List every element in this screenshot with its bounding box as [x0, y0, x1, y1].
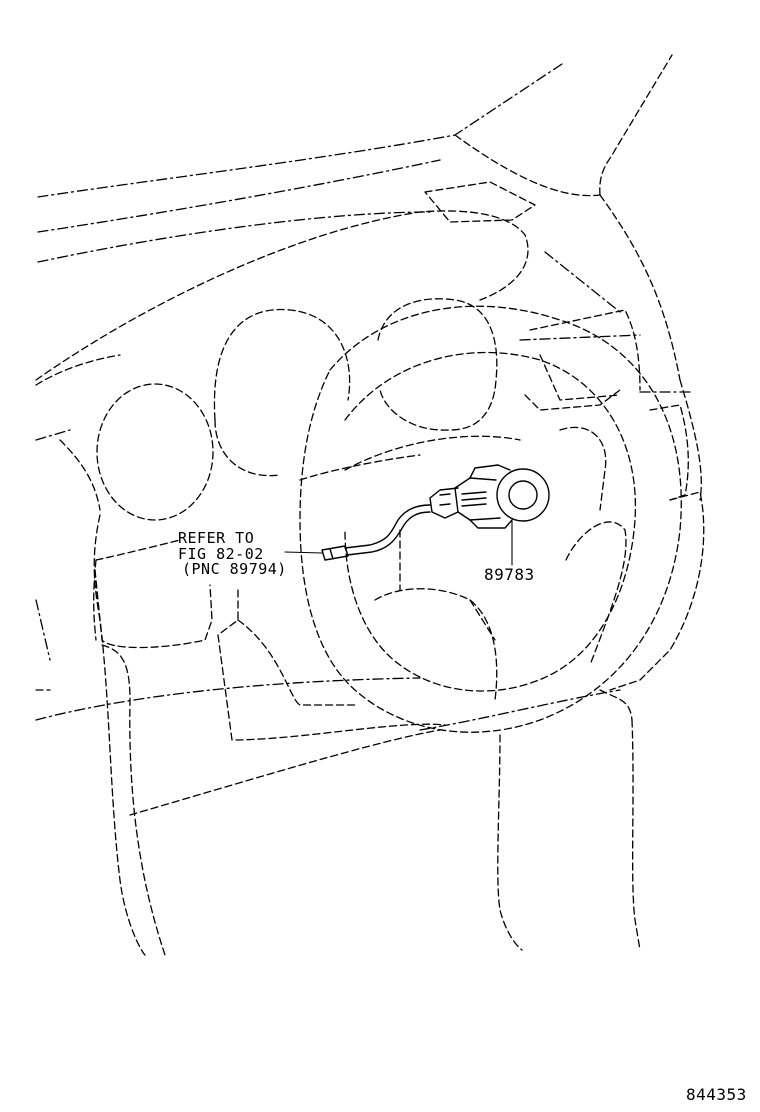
spiral-cable-assembly: [321, 464, 550, 561]
refer-label-line1: REFER TO: [178, 529, 255, 547]
refer-label-line2: FIG 82-02: [178, 545, 264, 563]
dashboard-outline: [35, 61, 691, 731]
part-number-label[interactable]: 89783: [484, 565, 535, 584]
refer-label-line3: (PNC 89794): [182, 560, 287, 578]
leader-lines: [284, 520, 513, 566]
figure-id: 844353: [686, 1085, 747, 1104]
refer-leader: [284, 551, 323, 554]
dashboard-hidden-lines: [35, 54, 705, 956]
